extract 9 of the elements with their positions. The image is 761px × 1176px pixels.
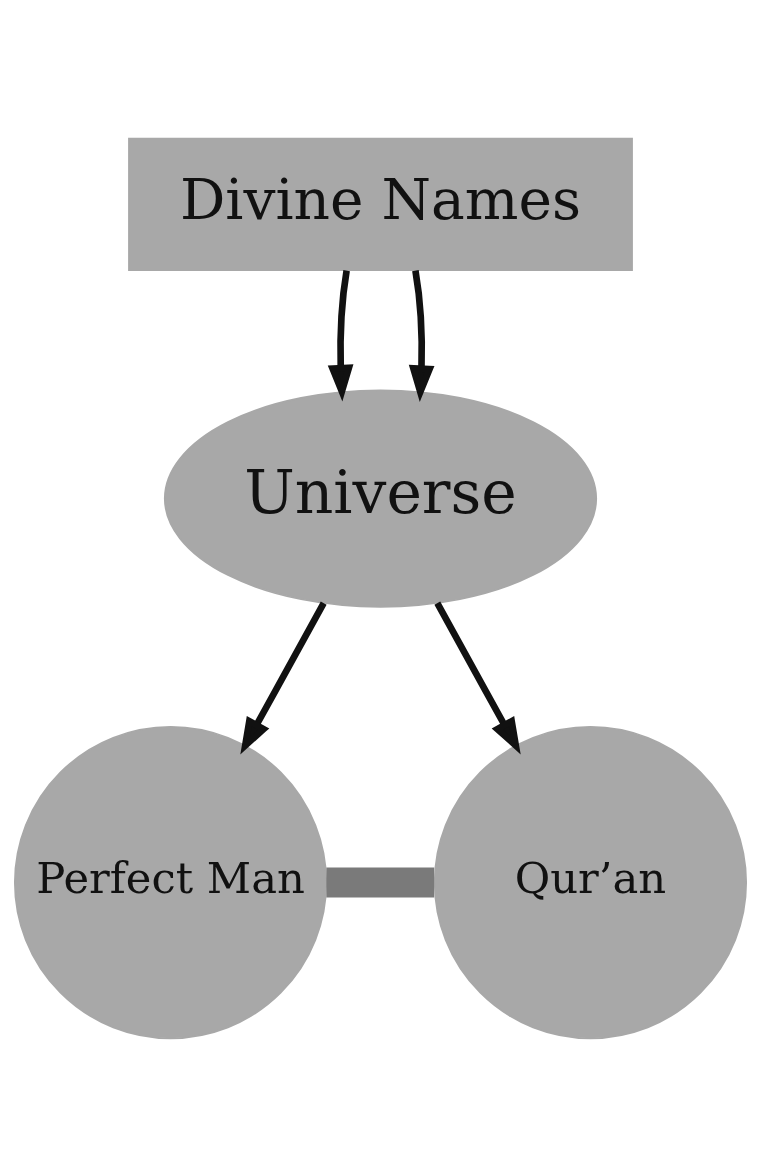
connector [326,867,435,898]
arrow [240,601,327,754]
node-box: Divine Names [128,137,633,271]
node-circle: Qur’an [433,725,748,1039]
arrow [408,269,435,402]
arrow [434,601,521,754]
node-ellipse: Universe [163,388,598,608]
arrow [327,269,354,401]
node-circle: Perfect Man [13,725,328,1039]
